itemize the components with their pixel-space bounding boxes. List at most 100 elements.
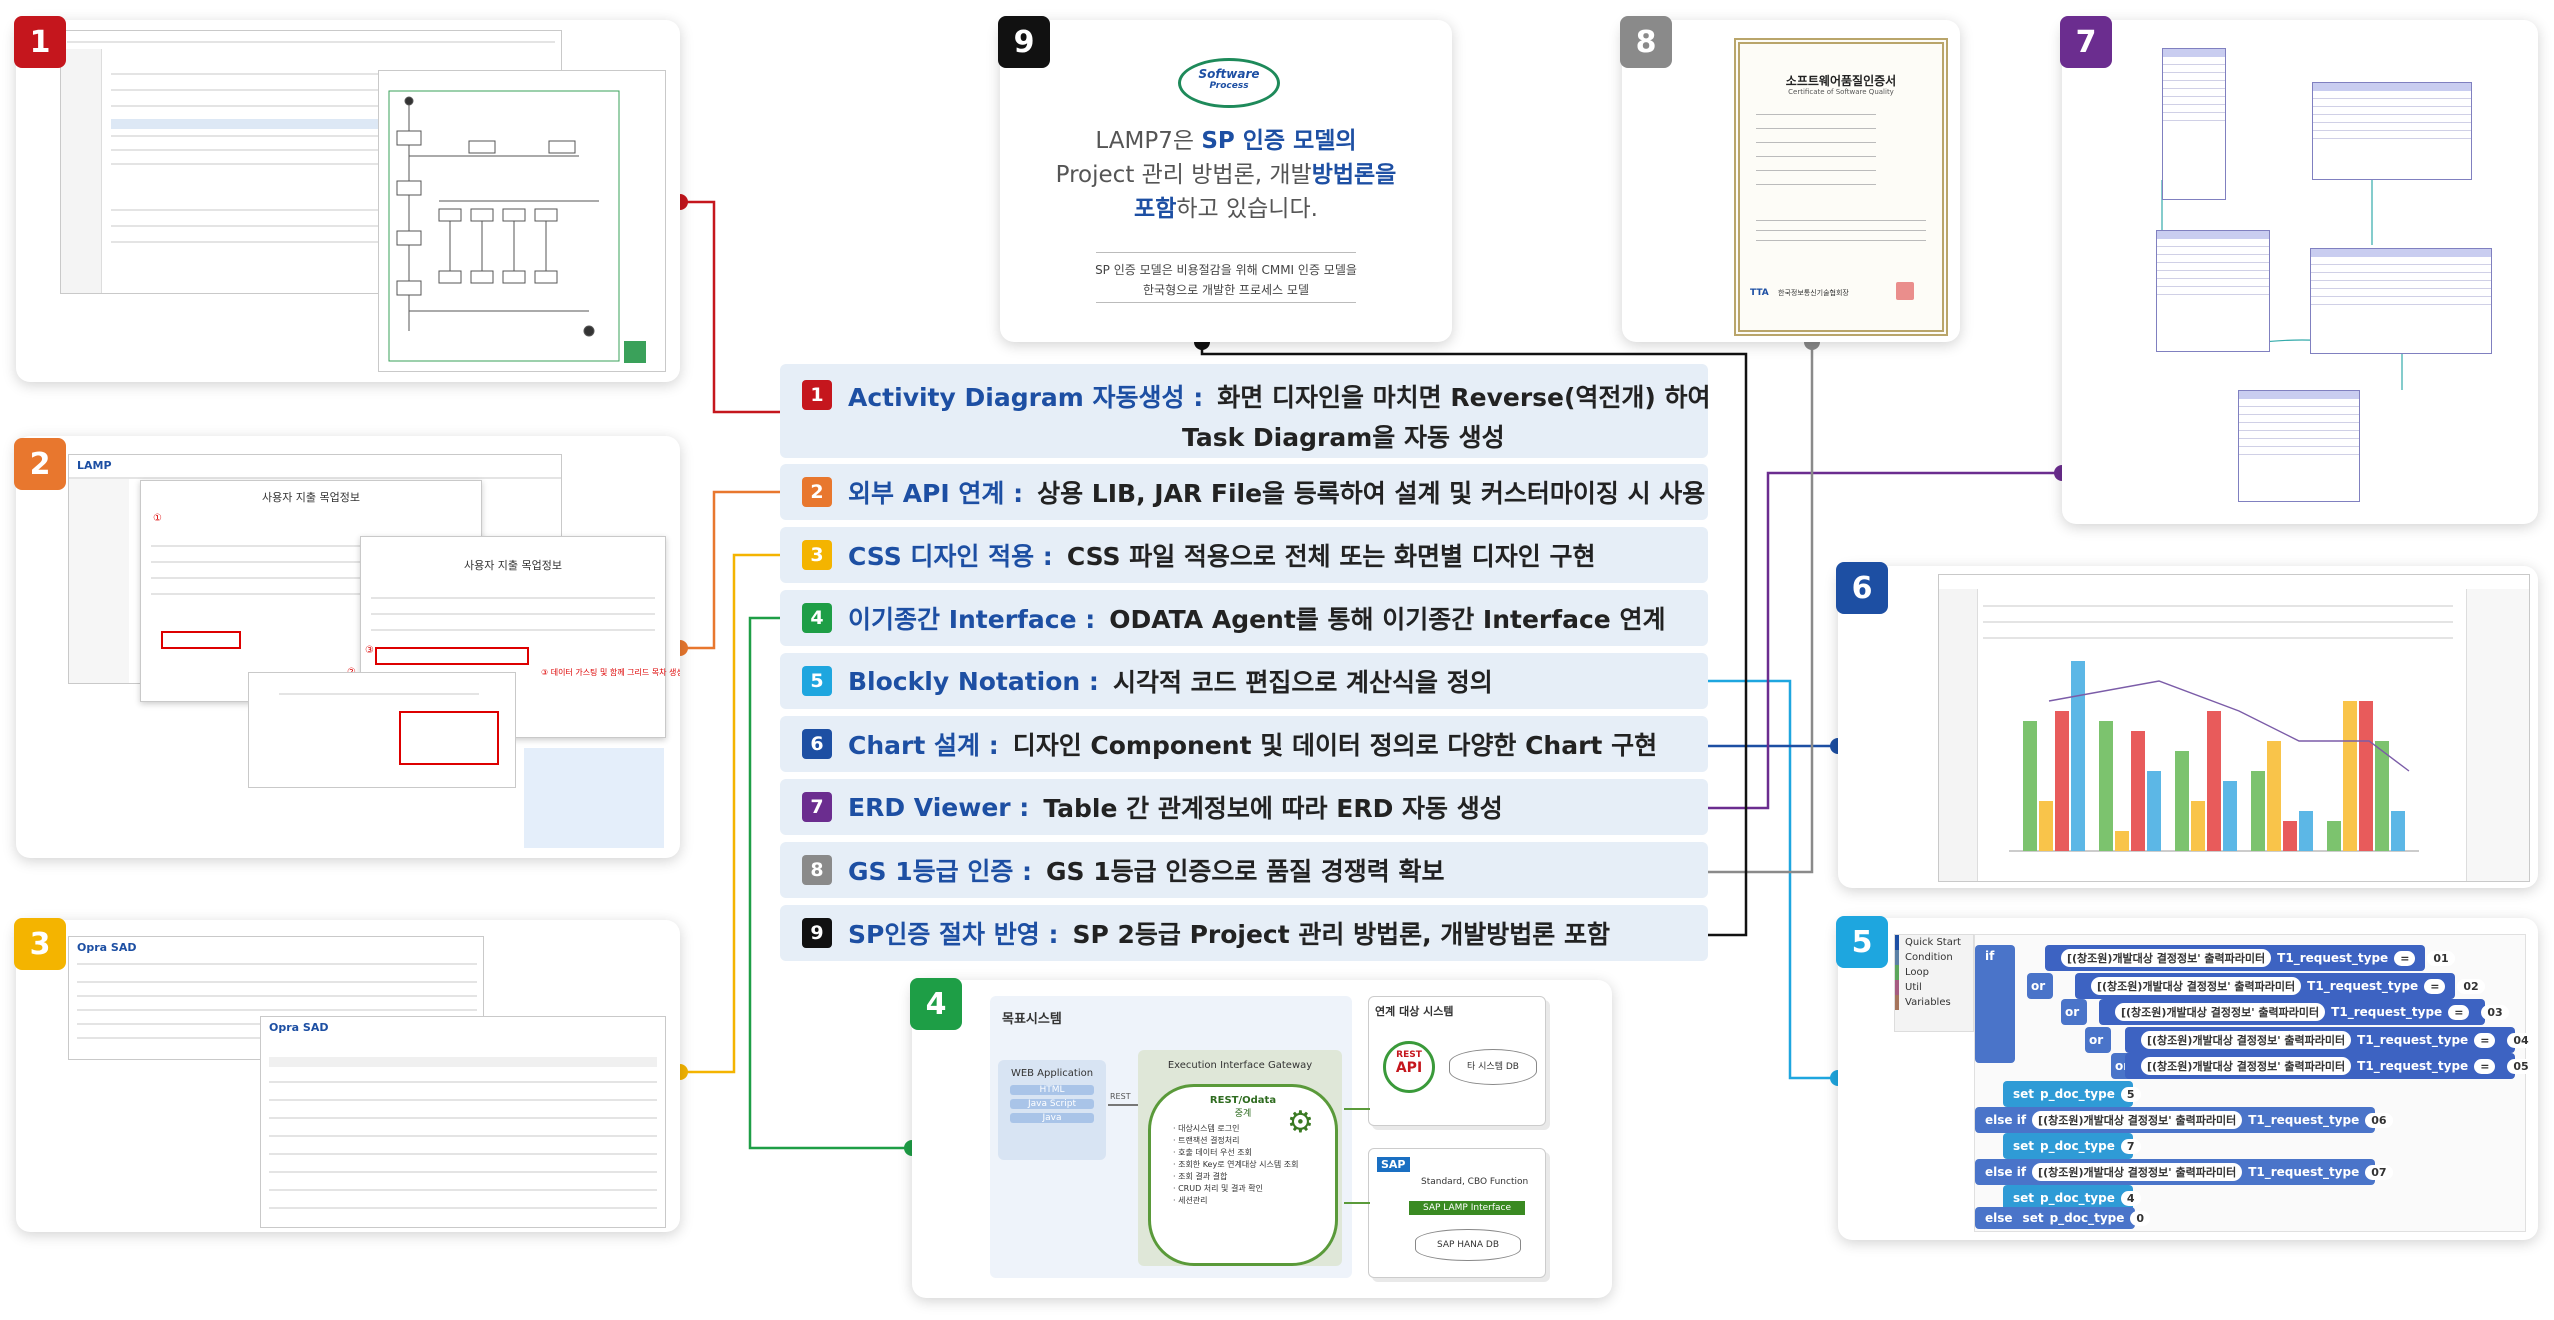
- connector-1: [680, 200, 780, 414]
- set-label: set: [2022, 1211, 2044, 1225]
- cond-field: T1_request_type: [2331, 1005, 2443, 1019]
- feature-row-4: 4 이기종간 Interface : ODATA Agent를 통해 이기종간 …: [780, 590, 1708, 646]
- feature-title: ERD Viewer :: [848, 792, 1030, 822]
- app-title-3b: Opra SAD: [269, 1021, 329, 1034]
- toolbox-item[interactable]: Util: [1895, 980, 1973, 995]
- feature-num: 4: [802, 603, 832, 633]
- toolbox-item[interactable]: Condition: [1895, 950, 1973, 965]
- rest-label: REST: [1110, 1092, 1131, 1101]
- feature-title: Chart 설계 :: [848, 731, 999, 760]
- sub-l1: SP 인증 모델은 비용절감을 위해 CMMI 인증 모델을: [1095, 263, 1357, 277]
- cond-val: 07: [2365, 1164, 2393, 1180]
- panel-activity-diagram: [16, 20, 680, 382]
- code-window: [248, 672, 516, 788]
- panel-gs-certificate: 소프트웨어품질인증서 Certificate of Software Quali…: [1622, 20, 1960, 342]
- java-chip: Java: [1010, 1113, 1094, 1123]
- feature-num: 3: [802, 540, 832, 570]
- cloud-sub: 중계: [1234, 1109, 1252, 1119]
- chart-designer-window: [1938, 574, 2530, 882]
- toolbox-item[interactable]: Loop: [1895, 965, 1973, 980]
- feature-desc: GS 1등급 인증으로 품질 경쟁력 확보: [1046, 857, 1445, 886]
- highlight-box-2: [375, 647, 529, 665]
- dialog-title: 사용자 지출 목업정보: [261, 491, 361, 504]
- sap-logo: SAP: [1377, 1157, 1410, 1172]
- bar-chart-preview: [2009, 661, 2419, 852]
- else-label: else: [1985, 1211, 2013, 1225]
- connector-7: [1708, 471, 2062, 810]
- cond-val: 02: [2457, 978, 2485, 994]
- toolbox-item[interactable]: Variables: [1895, 995, 1973, 1010]
- gear-icon: ⚙: [1287, 1105, 1314, 1140]
- panel-external-api: LAMP 사용자 지출 목업정보 ① ② 사용자 지출 목업정보 ③ ③ 데이터…: [16, 436, 680, 858]
- cloud-item: · 대상시스템 로그인: [1173, 1124, 1240, 1133]
- certificate: 소프트웨어품질인증서 Certificate of Software Quali…: [1734, 38, 1948, 336]
- feature-row-1: 1 Activity Diagram 자동생성 : 화면 디자인을 마치면 Re…: [780, 364, 1711, 458]
- sap-db-cylinder: SAP HANA DB: [1415, 1229, 1521, 1261]
- cond-text: [(창조원)개발대상 결정정보' 출력파라미터: [2141, 1031, 2352, 1049]
- cond-eq: =: [2474, 1032, 2496, 1048]
- cond-eq: =: [2474, 1058, 2496, 1074]
- set-var: p_doc_type: [2040, 1087, 2115, 1101]
- annotation-note: ③ 데이터 가스팅 및 함께 그리드 목차 생성: [541, 668, 680, 677]
- cond-val: 03: [2481, 1004, 2509, 1020]
- target-system-label: 목표시스템: [1002, 1012, 1062, 1027]
- cond-eq: =: [2424, 978, 2446, 994]
- cond-text: [(창조원)개발대상 결정정보' 출력파라미터: [2061, 949, 2272, 967]
- web-app-label: WEB Application: [1010, 1068, 1094, 1079]
- badge-7: 7: [2060, 16, 2112, 68]
- cloud-shape: REST/Odata 중계 · 대상시스템 로그인 · 트랜잭션 결정처리 · …: [1148, 1084, 1338, 1266]
- panel-css-design: Opra SAD Opra SAD: [16, 920, 680, 1232]
- feature-num: 9: [802, 918, 832, 948]
- connector-2: [680, 490, 780, 650]
- panel-blockly: Quick Start Condition Loop Util Variable…: [1838, 918, 2538, 1240]
- cloud-item: · 세션관리: [1173, 1196, 1208, 1205]
- connector-5: [1708, 679, 1838, 1080]
- cert-seal: [1896, 282, 1914, 300]
- panel-chart-design: [1838, 566, 2538, 888]
- blockly-toolbox: Quick Start Condition Loop Util Variable…: [1894, 934, 1974, 1032]
- feature-row-2: 2 외부 API 연계 : 상용 LIB, JAR File을 등록하여 설계 …: [780, 464, 1708, 520]
- feature-title: SP인증 절차 반영 :: [848, 920, 1059, 949]
- cert-issuer: 한국정보통신기술협회장: [1778, 289, 1849, 297]
- rest-api-icon: REST API: [1383, 1041, 1435, 1093]
- feature-desc: CSS 파일 적용으로 전체 또는 화면별 디자인 구현: [1066, 542, 1596, 571]
- sp-quote: LAMP7은 SP 인증 모델의 Project 관리 방법론, 개발방법론을 …: [1000, 124, 1452, 226]
- styled-window: Opra SAD: [260, 1016, 666, 1228]
- code-snippet: [524, 748, 664, 848]
- cert-tta: TTA: [1750, 288, 1769, 298]
- set-val: 5: [2120, 1086, 2141, 1102]
- javascript-chip: Java Script: [1010, 1099, 1094, 1109]
- feature-num: 1: [802, 380, 832, 410]
- feature-row-6: 6 Chart 설계 : 디자인 Component 및 데이터 정의로 다양한…: [780, 716, 1708, 772]
- badge-8: 8: [1620, 16, 1672, 68]
- feature-title: Activity Diagram 자동생성 :: [848, 383, 1204, 412]
- cond-field: T1_request_type: [2248, 1113, 2360, 1127]
- if-block[interactable]: if: [1975, 945, 2015, 1063]
- rest-api-label: API: [1395, 1060, 1423, 1076]
- badge-9: 9: [998, 16, 1050, 68]
- or-block-2: or: [2061, 999, 2087, 1025]
- erd-table-2: [2312, 82, 2472, 180]
- feature-title: CSS 디자인 적용 :: [848, 542, 1053, 571]
- badge-4: 4: [910, 978, 962, 1030]
- activity-diagram-graphic: [388, 90, 646, 363]
- cond-field: T1_request_type: [2357, 1059, 2469, 1073]
- linked-system-label: 연계 대상 시스템: [1375, 1005, 1454, 1018]
- connector-4: [748, 616, 912, 1150]
- toolbox-item[interactable]: Quick Start: [1895, 935, 1973, 950]
- cloud-item: · 조회 결과 결합: [1173, 1172, 1228, 1181]
- feature-desc: SP 2등급 Project 관리 방법론, 개발방법론 포함: [1072, 920, 1611, 949]
- elseif-label: else if: [1985, 1165, 2027, 1179]
- cond-val: 05: [2507, 1058, 2535, 1074]
